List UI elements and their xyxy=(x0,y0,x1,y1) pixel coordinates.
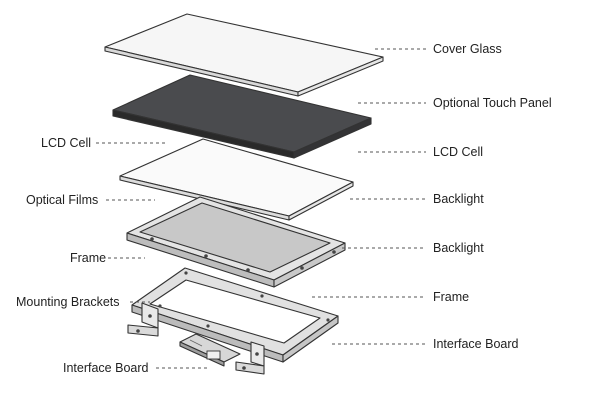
label-interface-board-right: Interface Board xyxy=(433,337,519,351)
label-lcd-cell-left: LCD Cell xyxy=(41,136,91,150)
labels-right: Cover Glass Optional Touch Panel LCD Cel… xyxy=(433,42,552,351)
frame-layer xyxy=(131,267,339,363)
leader-lines-left xyxy=(96,142,210,369)
backlight-diffuser-window xyxy=(139,202,331,273)
interface-board-connector xyxy=(206,350,221,360)
mounting-bracket-left xyxy=(127,302,159,337)
label-backlight-lower: Backlight xyxy=(433,241,484,255)
label-optical-films: Optical Films xyxy=(26,193,98,207)
interface-board xyxy=(179,333,241,367)
backlight-screw-holes xyxy=(150,237,336,272)
touch-panel-layer xyxy=(112,74,372,159)
mounting-bracket-right xyxy=(235,341,265,375)
lcd-cell-layer xyxy=(119,138,354,221)
labels-left: LCD Cell Optical Films Frame Mounting Br… xyxy=(16,136,149,375)
label-frame-right: Frame xyxy=(433,290,469,304)
label-cover-glass: Cover Glass xyxy=(433,42,502,56)
backlight-unit-layer xyxy=(126,196,346,288)
label-frame-left: Frame xyxy=(70,251,106,265)
label-optional-touch-panel: Optional Touch Panel xyxy=(433,96,552,110)
label-lcd-cell-right: LCD Cell xyxy=(433,145,483,159)
label-mounting-brackets: Mounting Brackets xyxy=(16,295,120,309)
leader-lines-right xyxy=(312,48,426,345)
cover-glass-layer xyxy=(104,13,384,97)
label-interface-board-left: Interface Board xyxy=(63,361,149,375)
label-backlight-upper: Backlight xyxy=(433,192,484,206)
frame-screw-holes xyxy=(158,271,330,328)
